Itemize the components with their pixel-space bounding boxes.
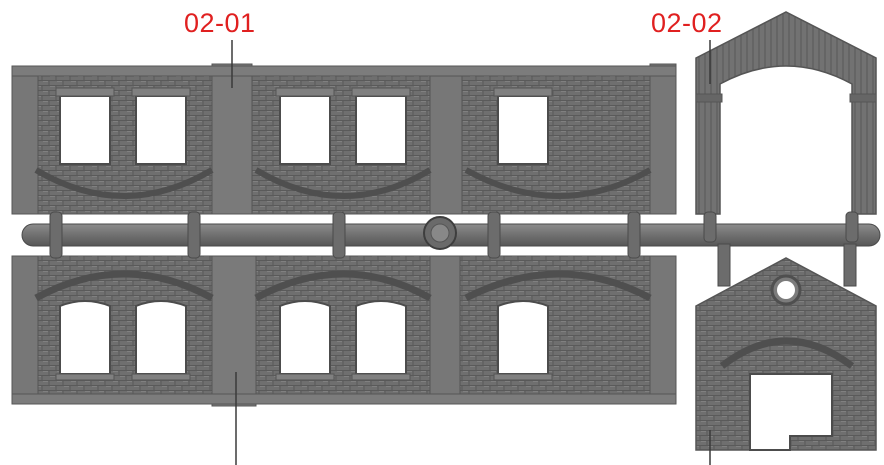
part-label-02-02: 02-02	[651, 8, 723, 38]
wall-panel-bottom	[11, 255, 677, 407]
wall-panel-top	[11, 63, 677, 215]
sprue-runner	[21, 211, 881, 287]
gable-frame-top	[695, 11, 877, 215]
gable-wall-bottom	[695, 257, 877, 451]
part-label-02-01: 02-01	[184, 8, 256, 38]
leader-lines	[231, 40, 711, 465]
